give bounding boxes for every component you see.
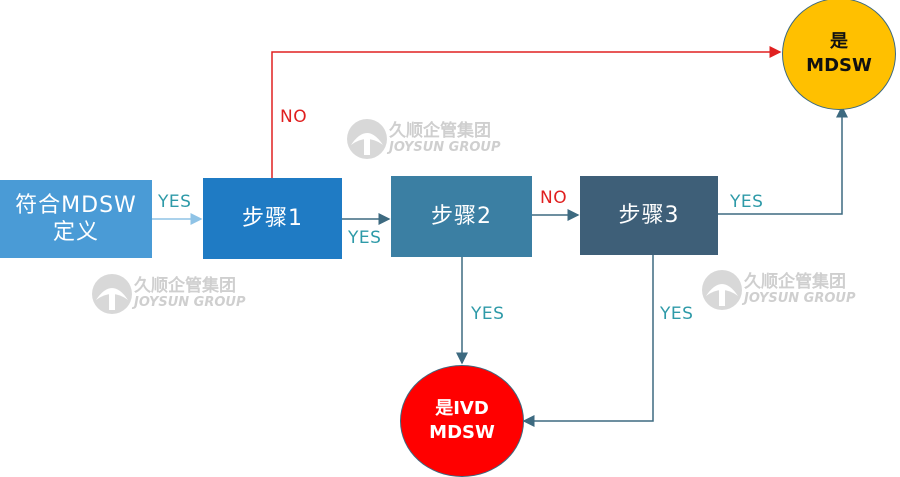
node-step2: 步骤2 [391,176,532,257]
edge-step3-down [522,255,654,427]
node-is-mdsw-line2: MDSW [806,55,872,76]
label-step3-down: YES [660,304,694,324]
label-step1-no: NO [280,107,308,127]
watermark-cn: 久顺企管集团 [134,276,236,297]
node-is-mdsw-line1: 是 [830,30,848,52]
watermark-en: JOYSUN GROUP [134,295,246,311]
node-is-ivd-mdsw: 是IVD MDSW [400,365,524,477]
watermark: 久顺企管集团 JOYSUN GROUP [345,117,501,161]
joysun-logo-icon [347,119,387,159]
label-def-to-step1: YES [158,192,192,212]
node-step1-label: 步骤1 [242,205,303,231]
node-mdsw-definition-line1: 符合MDSW [15,192,137,218]
node-mdsw-definition: 符合MDSW 定义 [0,180,152,258]
label-step3-up: YES [730,192,764,212]
watermark-cn: 久顺企管集团 [744,272,846,293]
watermark-en: JOYSUN GROUP [744,291,856,307]
node-is-ivd-mdsw-line2: MDSW [429,422,495,443]
watermark-cn: 久顺企管集团 [389,121,491,142]
node-is-mdsw: 是 MDSW [782,0,896,110]
label-step2-to-step3: NO [540,188,568,208]
label-step1-to-step2: YES [348,228,382,248]
edge-step3-up [718,105,848,215]
node-step2-label: 步骤2 [431,203,492,229]
joysun-logo-icon [92,274,132,314]
joysun-logo-icon [702,270,742,310]
watermark: 久顺企管集团 JOYSUN GROUP [90,272,246,316]
node-step3-label: 步骤3 [618,202,680,228]
node-mdsw-definition-line2: 定义 [52,220,99,245]
node-step1: 步骤1 [203,178,342,259]
watermark-en: JOYSUN GROUP [389,140,501,156]
label-step2-down: YES [471,304,505,324]
node-step3: 步骤3 [580,176,718,255]
node-is-ivd-mdsw-line1: 是IVD [435,397,489,419]
edge-step1-no [271,46,782,178]
watermark: 久顺企管集团 JOYSUN GROUP [700,268,856,312]
